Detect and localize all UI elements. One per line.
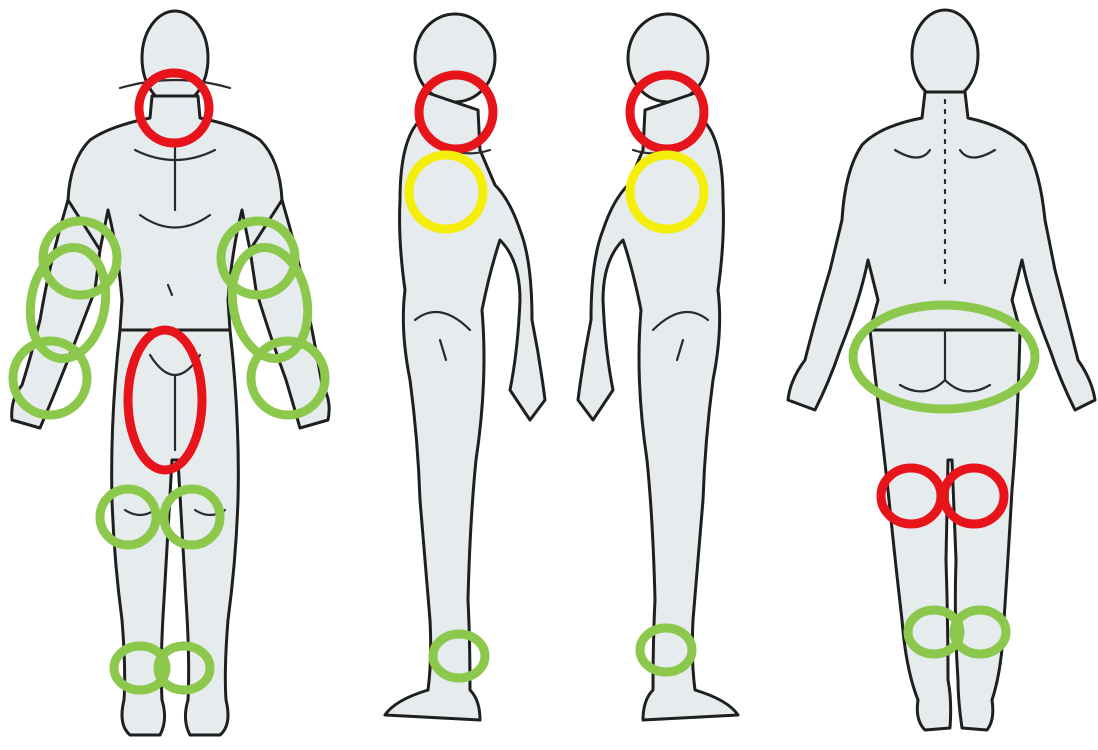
figure-side-2 — [578, 14, 738, 720]
figure-front — [12, 11, 329, 735]
front-head — [142, 11, 208, 105]
back-legs — [870, 330, 1020, 730]
figure-back — [788, 10, 1095, 730]
back-head — [912, 10, 978, 100]
figure-side-1 — [385, 14, 545, 720]
